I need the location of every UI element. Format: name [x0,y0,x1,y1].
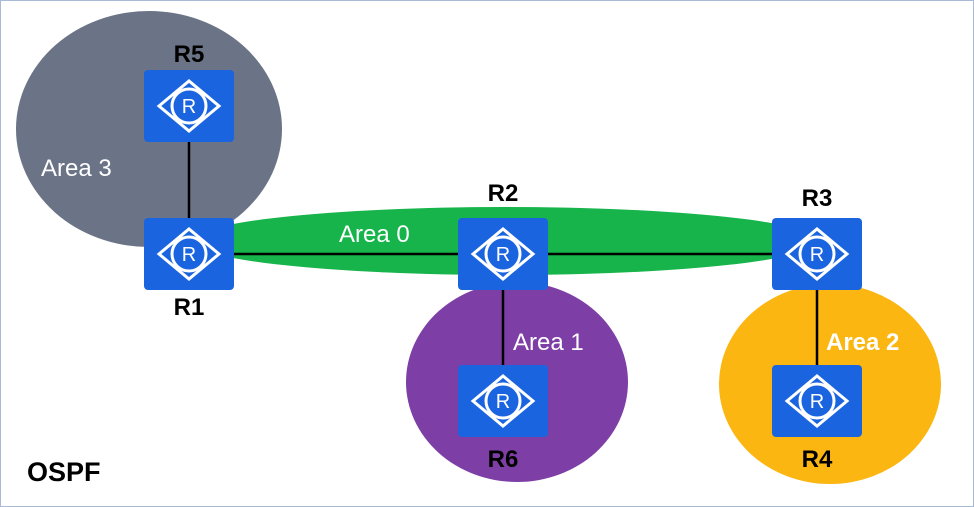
router-r3-label: R3 [802,185,833,212]
router-r6[interactable] [456,363,550,439]
router-r1[interactable] [142,216,236,292]
router-r4-label: R4 [802,446,833,473]
router-r5-label: R5 [174,41,205,68]
router-r4[interactable] [770,363,864,439]
router-r2-label: R2 [488,180,519,207]
router-r2[interactable] [456,216,550,292]
router-r6-icon [456,363,550,439]
router-r6-label: R6 [488,446,519,473]
router-r5-icon [142,68,236,144]
router-r5[interactable] [142,68,236,144]
protocol-label: OSPF [27,457,101,487]
router-r3[interactable] [770,216,864,292]
router-r3-icon [770,216,864,292]
area1-label: Area 1 [513,329,584,356]
router-r1-icon [142,216,236,292]
router-r4-icon [770,363,864,439]
router-r1-label: R1 [174,294,205,321]
area2-label: Area 2 [826,329,899,356]
router-r2-icon [456,216,550,292]
area0-label: Area 0 [339,221,410,248]
area3-label: Area 3 [41,155,112,182]
